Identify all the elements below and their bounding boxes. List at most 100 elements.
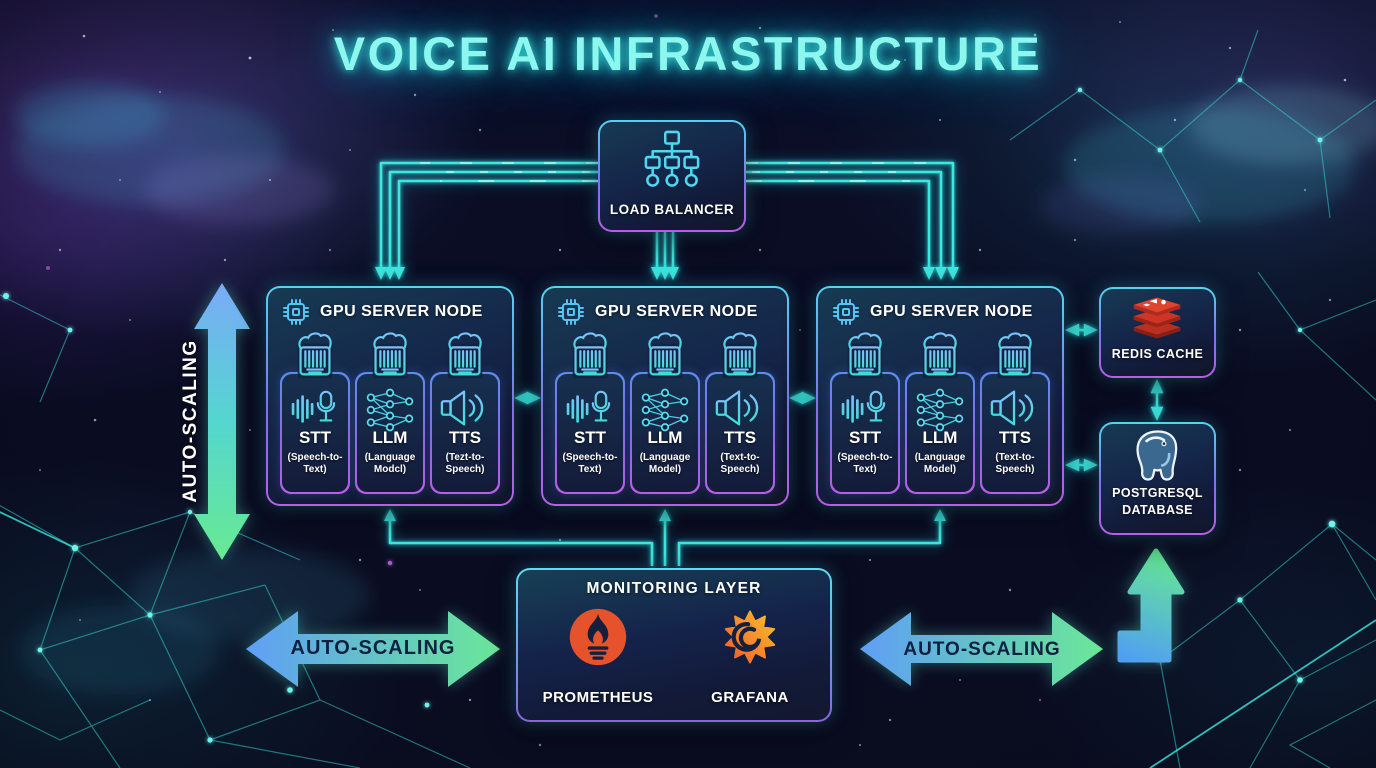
module-sub-line1: (Speech-to-: [287, 452, 343, 463]
star-field: [39, 21, 1347, 747]
module-sub-line2: Text): [853, 464, 877, 475]
waveform-microphone-icon: [563, 388, 617, 430]
postgres-label-line2: DATABASE: [1122, 503, 1193, 517]
postgresql-elephant-logo: [1136, 430, 1178, 481]
module-sub-line1: (Speech-to-: [562, 452, 618, 463]
module-name: LLM: [372, 428, 408, 447]
llm-module: LLM (Language Model): [630, 332, 700, 498]
cpu-chip-icon: [831, 297, 861, 327]
module-name: TTS: [998, 428, 1032, 447]
auto-scaling-left-label: AUTO-SCALING: [290, 637, 456, 659]
module-name: TTS: [448, 428, 482, 447]
page-title: VOICE AI INFRASTRUCTURE: [333, 27, 1043, 80]
module-sub-line2: Modcl): [373, 464, 407, 475]
tts-module: TTS (Text-to- Speech): [980, 332, 1050, 498]
speaker-icon: [989, 388, 1041, 428]
particle-cloud-bottom-left: [20, 550, 370, 695]
module-sub-line1: (Language: [364, 452, 416, 463]
llm-module: LLM (Language Modcl): [355, 332, 425, 498]
redis-cache-node: REDIS CACHE: [1099, 287, 1216, 378]
stt-module: STT (Speech-to- Text): [280, 332, 350, 498]
module-sub-line1: (Language: [639, 452, 691, 463]
auto-scaling-right-label: AUTO-SCALING: [903, 639, 1061, 660]
redis-label: REDIS CACHE: [1111, 347, 1204, 361]
inter-node-arrows: [514, 323, 1164, 472]
neural-network-icon: [364, 388, 416, 432]
particle-cloud-top-right: [1040, 85, 1376, 235]
mesh-vertex-dots: [3, 77, 1336, 743]
gpu-node-title: GPU SERVER NODE: [870, 303, 1033, 320]
module-sub-line2: Speech): [995, 464, 1035, 475]
llm-module: LLM (Language Model): [905, 332, 975, 498]
bus-light-streaks: [420, 162, 930, 182]
module-name: LLM: [647, 428, 683, 447]
cpu-chip-icon: [556, 297, 586, 327]
gpu-node-title: GPU SERVER NODE: [320, 303, 483, 320]
postgresql-node: POSTGRESQL DATABASE: [1099, 422, 1216, 535]
auto-scaling-vertical-label: AUTO-SCALING: [180, 339, 201, 503]
load-balancer-label: LOAD BALANCER: [609, 202, 735, 217]
grafana-spiral-logo: [724, 610, 776, 664]
module-sub-line1: (Text-to-: [720, 452, 760, 463]
prometheus-label: PROMETHEUS: [542, 689, 654, 706]
neural-network-icon: [639, 388, 691, 432]
server-icon: [991, 332, 1039, 384]
scale-up-elbow-arrow: [1117, 548, 1185, 663]
server-icon: [291, 332, 339, 384]
server-icon: [566, 332, 614, 384]
gpu-node-title: GPU SERVER NODE: [595, 303, 758, 320]
load-balancer-node: LOAD BALANCER: [598, 120, 746, 232]
server-icon: [841, 332, 889, 384]
module-sub-line2: Text): [578, 464, 602, 475]
module-sub-line1: (Text-to-: [995, 452, 1035, 463]
module-name: LLM: [922, 428, 958, 447]
prometheus-flame-logo: [569, 608, 627, 666]
auto-scaling-right-arrow: [860, 612, 1103, 686]
speaker-icon: [714, 388, 766, 428]
speaker-icon: [439, 388, 491, 428]
cpu-chip-icon: [281, 297, 311, 327]
server-icon: [641, 332, 689, 384]
gpu-server-node-2: GPU SERVER NODE STT (Speech-to- Text) LL…: [541, 286, 789, 506]
neural-network-icon: [914, 388, 966, 432]
server-icon: [716, 332, 764, 384]
tts-module: TTS (Tezt-to- Speech): [430, 332, 500, 498]
module-box: [280, 372, 350, 494]
module-name: STT: [848, 428, 882, 447]
module-sub-line2: Speech): [445, 464, 485, 475]
monitoring-title: MONITORING LAYER: [586, 580, 762, 597]
prometheus-tool: PROMETHEUS: [528, 606, 668, 706]
monitoring-arrowheads: [384, 509, 946, 521]
module-sub-line2: Text): [303, 464, 327, 475]
server-icon: [916, 332, 964, 384]
module-sub-line1: (Speech-to-: [837, 452, 893, 463]
stt-module: STT (Speech-to- Text): [555, 332, 625, 498]
gpu-server-node-3: GPU SERVER NODE STT (Speech-to- Text) LL…: [816, 286, 1064, 506]
server-icon: [366, 332, 414, 384]
monitoring-connectors: [388, 520, 942, 566]
module-box: [630, 372, 700, 494]
module-sub-line1: (Tezt-to-: [445, 452, 485, 463]
tts-module: TTS (Text-to- Speech): [705, 332, 775, 498]
mesh-lines-bright: [0, 511, 1376, 768]
particle-cloud-top-left: [15, 83, 335, 225]
grafana-tool: GRAFANA: [680, 606, 820, 706]
monitoring-layer-node: MONITORING LAYER PROMETHEUS: [516, 568, 832, 722]
module-name: TTS: [723, 428, 757, 447]
module-name: STT: [573, 428, 607, 447]
stt-module: STT (Speech-to- Text): [830, 332, 900, 498]
auto-scaling-arrows: [194, 283, 1185, 687]
module-box: [555, 372, 625, 494]
waveform-microphone-icon: [288, 388, 342, 430]
redis-stack-logo: [1133, 297, 1181, 339]
module-name: STT: [298, 428, 332, 447]
module-sub-line2: Model): [648, 464, 682, 475]
gpu-server-node-1: GPU SERVER NODE STT (Speech-to- Text) LL…: [266, 286, 514, 506]
module-sub-line1: (Language: [914, 452, 966, 463]
auto-scaling-left-arrow: [246, 611, 500, 687]
postgres-label-line1: POSTGRESQL: [1112, 486, 1203, 500]
server-icon: [441, 332, 489, 384]
